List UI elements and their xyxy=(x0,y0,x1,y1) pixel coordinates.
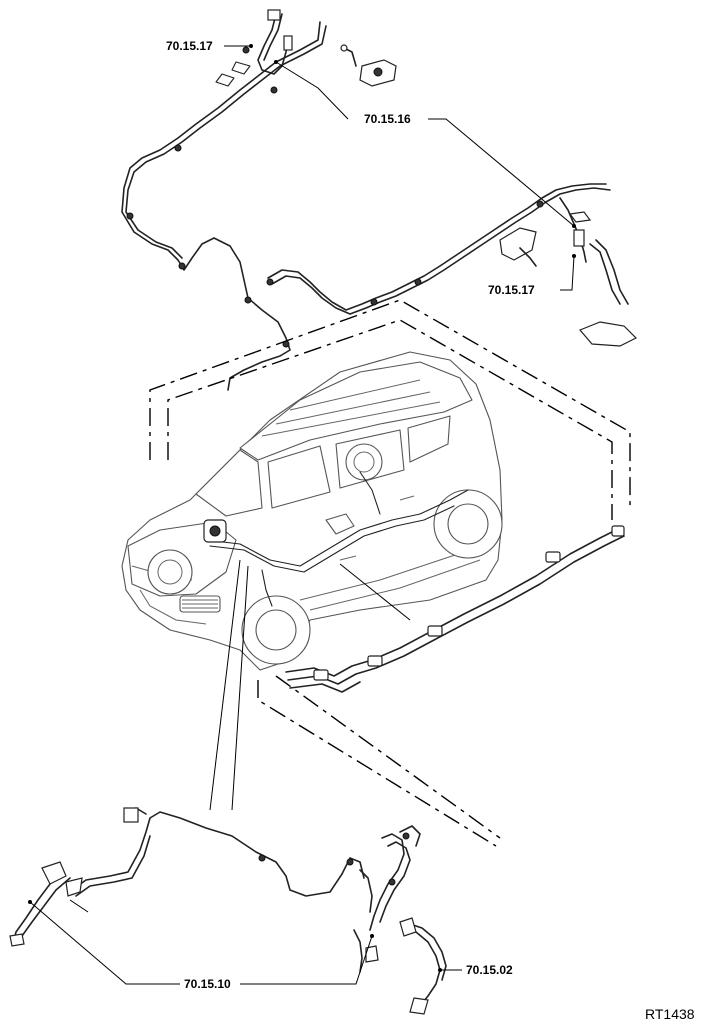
callout-lower-pipe: 70.15.10 xyxy=(182,977,233,991)
hose-end-fitting xyxy=(267,9,281,21)
callout-upper-pipe: 70.15.16 xyxy=(362,112,413,126)
callout-upper-hose-left: 70.15.17 xyxy=(164,39,215,53)
callout-leaders xyxy=(28,44,576,985)
callout-upper-hose-right: 70.15.17 xyxy=(486,283,537,297)
hose-bracket-right xyxy=(499,227,537,261)
pipe-clip xyxy=(242,46,250,54)
caliper-bracket xyxy=(578,321,638,347)
figure-id: RT1438 xyxy=(645,1006,695,1022)
rear-pipe-run xyxy=(285,525,625,693)
hose-ferrule xyxy=(283,35,293,51)
lower-pipe-assembly xyxy=(9,807,447,1015)
callout-lower-hose: 70.15.02 xyxy=(464,963,515,977)
vehicle-outline xyxy=(121,351,503,811)
pipe-union xyxy=(123,807,139,823)
hose-end-fitting-left xyxy=(41,861,67,885)
dashed-link-lines xyxy=(149,299,631,847)
upper-pipe-assembly xyxy=(121,9,638,391)
hose-fitting-right xyxy=(573,229,585,247)
